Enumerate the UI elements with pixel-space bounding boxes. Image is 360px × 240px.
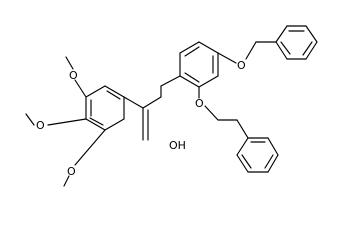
trimethoxyphenyl-ring [85,85,125,131]
acid-chain [123,75,181,141]
structure-canvas: O O O OH O O [25,25,318,187]
lower-benzyloxy [198,86,279,173]
atom-label-methoxy-middle: O [36,119,45,132]
central-phenyl-ring [179,41,219,88]
atom-label-methoxy-top: O [69,69,78,82]
upper-benzyloxy [217,25,318,64]
atom-label-benzyloxy-upper: O [237,59,246,72]
chemical-structure-diagram: O O O OH O O [25,25,318,187]
methoxy-groups [25,56,106,187]
atom-label-carboxyl-oh: OH [169,139,186,152]
atom-label-benzyloxy-lower: O [195,97,204,110]
atom-label-methoxy-bottom: O [67,165,76,178]
